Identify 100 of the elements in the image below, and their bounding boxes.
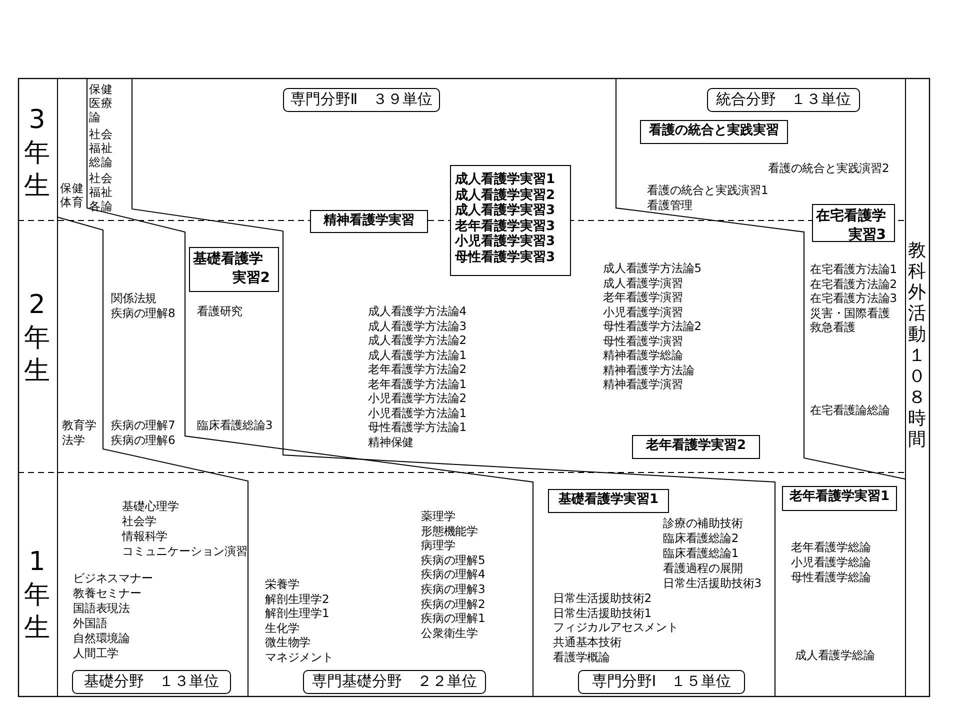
course-name: 在宅看護方法論3 [810, 291, 897, 305]
practicum-name: 成人看護学実習2 [455, 188, 556, 202]
course-name: 解剖生理学2 [265, 592, 329, 606]
course-name: 母性看護学方法論1 [368, 420, 466, 434]
course-name: 看護学概論 [553, 650, 610, 664]
year-label: 2年生 [23, 289, 51, 388]
credit-badge: 専門分野Ⅰ １５単位 [578, 670, 745, 694]
course-name: 自然環境論 [73, 631, 130, 645]
course-name: 臨床看護総論1 [663, 546, 738, 560]
practicum-box: 老年看護学実習1 [782, 486, 897, 511]
course-name: 母性看護学方法論2 [603, 319, 701, 333]
practicum-box: 精神看護学実習 [310, 210, 428, 233]
practicum-box: 看護の統合と実践実習 [640, 120, 788, 144]
course-name: 法学 [62, 433, 85, 447]
course-name: 老年看護学方法論1 [368, 376, 466, 390]
course-name: 疾病の理解7 [111, 418, 175, 432]
course-name: 成人看護学方法論2 [368, 333, 466, 347]
course-name: 看護過程の展開 [663, 561, 743, 575]
course-name: 小児看護学演習 [603, 304, 683, 318]
practicum-box: 基礎看護学実習1 [548, 489, 669, 513]
course-name: 老年看護学総論 [791, 540, 871, 554]
course-name: 看護管理 [647, 198, 693, 212]
course-name: 成人看護学方法論3 [368, 318, 466, 332]
course-name: 在宅看護方法論1 [810, 262, 897, 276]
course-name: 関係法規 [111, 291, 157, 305]
course-name: 社会学 [122, 514, 156, 528]
course-name: 保健医療論 [89, 82, 113, 124]
course-name: 精神看護学方法論 [603, 362, 694, 376]
practicum-box: 基礎看護学実習2 [189, 247, 279, 292]
course-name: 小児看護学方法論1 [368, 406, 466, 420]
course-name: 社会福祉総論 [89, 127, 113, 169]
course-name: 母性看護学総論 [791, 570, 871, 584]
course-name: 疾病の理解6 [111, 433, 175, 447]
course-name: 日常生活援助技術2 [553, 591, 651, 605]
course-name: 臨床看護総論2 [663, 531, 738, 545]
course-name: 母性看護学演習 [603, 334, 683, 348]
practicum-name: 成人看護学実習1 [455, 172, 556, 188]
year-label: 3年生 [23, 104, 51, 203]
course-name: 栄養学 [265, 577, 300, 591]
course-name: 看護の統合と実践演習1 [647, 183, 768, 197]
course-name: ビジネスマナー [73, 571, 153, 585]
course-name: 在宅看護方法論2 [810, 276, 897, 290]
course-name: 疾病の理解3 [421, 582, 485, 596]
credit-badge: 専門分野Ⅱ ３９単位 [283, 88, 440, 112]
course-name: 国語表現法 [73, 601, 130, 615]
course-name: 疾病の理解1 [421, 611, 485, 626]
practicum-name: 成人看護学実習3 [455, 203, 556, 218]
course-name: 社会福祉各論 [89, 171, 113, 213]
course-name: 看護研究 [197, 304, 243, 318]
course-name: 形態機能学 [421, 524, 478, 538]
course-name: 精神保健 [368, 434, 414, 448]
course-name: 診療の補助技術 [663, 516, 743, 530]
course-name: 基礎心理学 [122, 499, 180, 513]
course-name: 成人看護学方法論4 [368, 304, 466, 318]
practicum-name: 小児看護学実習3 [455, 234, 556, 250]
course-name: 疾病の理解2 [421, 596, 485, 611]
course-name: 薬理学 [421, 509, 456, 523]
course-name: 教養セミナー [73, 586, 142, 600]
course-name: 成人看護学方法論1 [368, 348, 466, 362]
course-name: 生化学 [265, 620, 300, 634]
practicum-box: 老年看護学実習2 [632, 435, 760, 459]
practicum-name: 母性看護学実習3 [455, 250, 556, 265]
course-name: 保健体育 [60, 181, 84, 209]
course-name: 日常生活援助技術3 [663, 576, 761, 590]
course-name: コミュニケーション演習 [122, 544, 248, 558]
course-name: 成人看護学演習 [603, 276, 683, 290]
course-name: 解剖生理学1 [265, 606, 329, 620]
course-name: 外国語 [73, 616, 108, 630]
credit-badge: 基礎分野 １３単位 [72, 670, 231, 694]
course-name: 在宅看護論総論 [810, 403, 890, 417]
year-label: 1年生 [23, 546, 51, 645]
course-name: 小児看護学方法論2 [368, 391, 466, 405]
course-name: フィジカルアセスメント [553, 620, 678, 634]
course-name: 日常生活援助技術1 [553, 606, 651, 620]
course-name: 精神看護学総論 [603, 348, 683, 362]
practicum-box [450, 165, 571, 276]
course-name: 疾病の理解5 [421, 552, 485, 567]
course-name: 精神看護学演習 [603, 377, 683, 391]
course-name: 臨床看護総論3 [197, 418, 272, 432]
practicum-box: 在宅看護学実習3 [812, 204, 895, 242]
course-name: 公衆衛生学 [421, 626, 478, 640]
course-name: 共通基本技術 [553, 635, 622, 650]
course-name: 病理学 [421, 538, 456, 552]
course-name: 疾病の理解4 [421, 567, 485, 582]
activity-label: 教科外活動１０８時間 [907, 240, 927, 450]
course-name: マネジメント [265, 650, 334, 664]
course-name: 老年看護学方法論2 [368, 362, 466, 376]
course-name: 疾病の理解8 [111, 306, 175, 320]
course-name: 教育学 [62, 418, 96, 432]
credit-badge: 専門基礎分野 ２２単位 [303, 670, 486, 694]
course-name: 人間工学 [73, 646, 119, 660]
course-name: 災害・国際看護 [810, 306, 890, 320]
course-name: 救急看護 [810, 320, 856, 334]
credit-badge: 統合分野 １３単位 [707, 88, 860, 112]
practicum-name: 老年看護学実習3 [455, 218, 556, 234]
course-name: 成人看護学総論 [795, 648, 875, 662]
course-name: 成人看護学方法論5 [603, 261, 701, 275]
course-name: 小児看護学総論 [791, 555, 871, 569]
course-name: 微生物学 [265, 635, 311, 649]
course-name: 老年看護学演習 [603, 290, 683, 304]
